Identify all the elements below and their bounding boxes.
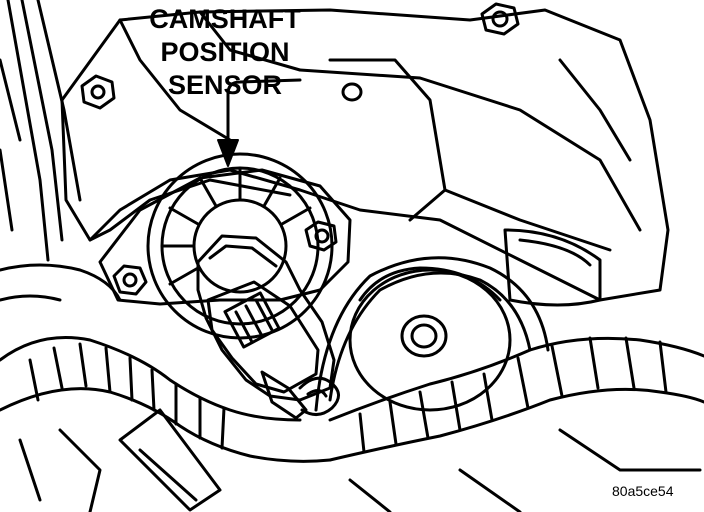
housing-bolt-top-left [80, 74, 116, 110]
label-line-1: CAMSHAFT [149, 4, 301, 34]
harness-bracket [18, 408, 222, 512]
label-line-2: POSITION [160, 37, 290, 67]
pulley-cap [348, 266, 512, 412]
figure-code: 80a5ce54 [612, 483, 674, 499]
left-frame-rails [0, 0, 82, 262]
round-boss-right [503, 228, 602, 307]
callout-leader-arrow [217, 78, 302, 167]
flange-bolt-left [112, 264, 148, 296]
camshaft-position-sensor-label: CAMSHAFT POSITION SENSOR [140, 6, 310, 105]
label-line-3: SENSOR [167, 70, 283, 100]
wiring-harness-left [0, 336, 332, 463]
housing-hole [341, 82, 363, 102]
wiring-harness-upper [0, 263, 122, 302]
housing-bolt-top-right [480, 2, 520, 36]
flange-bolt-right [304, 220, 338, 252]
sensor-connector [206, 280, 320, 420]
harness-loop [314, 256, 550, 412]
lower-right-details [348, 428, 702, 512]
